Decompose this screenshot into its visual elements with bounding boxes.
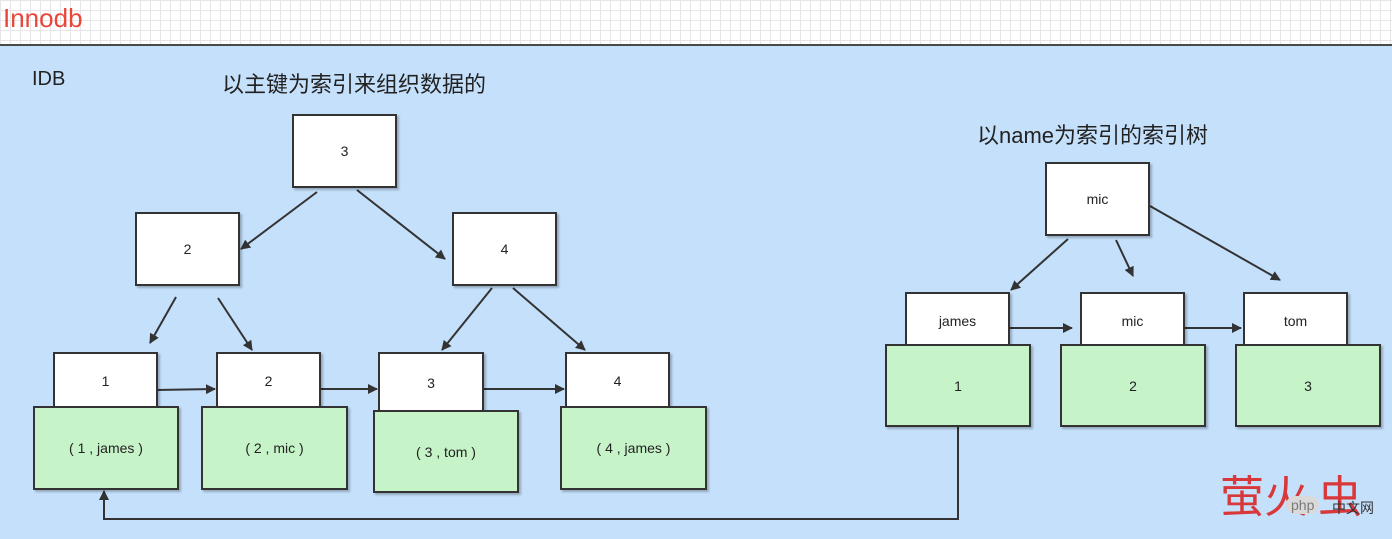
primary-node-2: 2 bbox=[135, 212, 240, 286]
primary-leaf-row-2: ( 2 , mic ) bbox=[201, 406, 348, 490]
primary-leaf-key-4: 4 bbox=[565, 352, 670, 410]
primary-leaf-key-2: 2 bbox=[216, 352, 321, 410]
primary-leaf-key-3: 3 bbox=[378, 352, 484, 414]
name-leaf-key-james: james bbox=[905, 292, 1010, 350]
name-root-node: mic bbox=[1045, 162, 1150, 236]
name-tree-heading: 以name为索引的索引树 bbox=[977, 123, 1209, 148]
idb-label: IDB bbox=[32, 68, 66, 90]
primary-root-node: 3 bbox=[292, 114, 397, 188]
header-grid bbox=[0, 0, 1392, 44]
primary-leaf-row-4: ( 4 , james ) bbox=[560, 406, 707, 490]
name-leaf-key-mic: mic bbox=[1080, 292, 1185, 350]
primary-tree-heading: 以主键为索引来组织数据的 bbox=[222, 72, 487, 97]
watermark-char-1: 萤 bbox=[1220, 472, 1264, 523]
watermark-php-badge: php bbox=[1286, 496, 1320, 514]
watermark-logo: 萤 火 虫 php 中文网 bbox=[1220, 470, 1390, 530]
primary-leaf-key-1: 1 bbox=[53, 352, 158, 410]
name-leaf-value-2: 2 bbox=[1060, 344, 1206, 427]
page-title: Innodb bbox=[3, 3, 83, 33]
primary-leaf-row-1: ( 1 , james ) bbox=[33, 406, 179, 490]
primary-node-4: 4 bbox=[452, 212, 557, 286]
watermark-char-3: 虫 bbox=[1318, 472, 1362, 523]
name-leaf-key-tom: tom bbox=[1243, 292, 1348, 350]
name-leaf-value-3: 3 bbox=[1235, 344, 1381, 427]
primary-leaf-row-3: ( 3 , tom ) bbox=[373, 410, 519, 493]
watermark-suffix: 中文网 bbox=[1332, 500, 1374, 516]
name-leaf-value-1: 1 bbox=[885, 344, 1031, 427]
